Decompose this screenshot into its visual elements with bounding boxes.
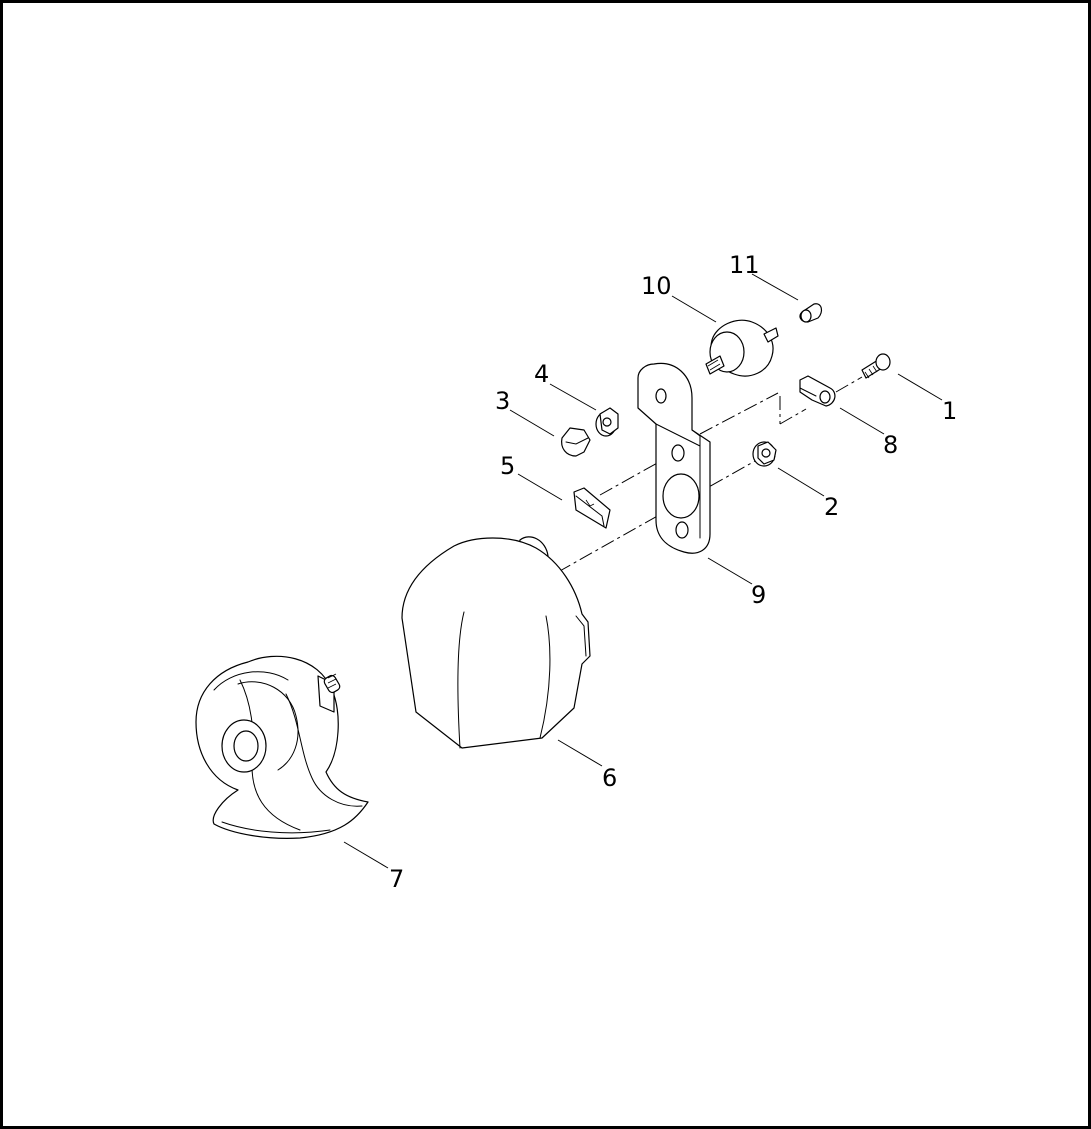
horn-stud-threads — [327, 673, 337, 689]
cap-end — [800, 309, 812, 323]
part-horn-snail — [195, 655, 369, 839]
part-clamp — [799, 375, 836, 407]
horn-base-edge — [221, 821, 331, 834]
leader-7 — [343, 841, 389, 869]
cover-panel-line-right — [539, 615, 551, 739]
leader-1 — [897, 373, 943, 401]
part-flange-nut — [595, 407, 619, 437]
callout-5: 5 — [500, 452, 515, 480]
horn-mouth-inner — [233, 730, 259, 762]
leader-4 — [549, 383, 597, 411]
cover-shell — [401, 537, 591, 749]
part-clip — [573, 487, 611, 529]
part-washer-nut — [752, 441, 777, 467]
callout-10: 10 — [641, 272, 672, 300]
clip-fold — [575, 495, 605, 527]
callout-labels: 1 2 3 4 5 6 7 8 9 10 11 — [389, 251, 957, 893]
callout-2: 2 — [824, 493, 839, 521]
flange-nut-hole — [602, 417, 612, 427]
mount-stud-front-threads — [707, 359, 721, 371]
screw-head — [875, 353, 891, 371]
horn-flare-edge — [285, 693, 363, 807]
part-rubber-mount — [705, 319, 779, 377]
center-line-bracket-to-top — [699, 392, 779, 435]
bracket-lower-hole — [675, 521, 689, 539]
callout-1: 1 — [942, 397, 957, 425]
center-line-clamp-to-screw — [835, 376, 863, 393]
horn-scroll-curve — [237, 681, 299, 771]
callout-8: 8 — [883, 431, 898, 459]
bracket-bend-line — [655, 423, 701, 447]
part-bracket — [637, 362, 711, 554]
callout-4: 4 — [534, 360, 549, 388]
mount-stud-rear — [763, 327, 779, 343]
cover-panel-line-left — [457, 611, 465, 749]
part-screw — [861, 353, 891, 379]
clamp-fold — [799, 387, 817, 397]
washer-nut-hole — [761, 448, 771, 458]
callout-7: 7 — [389, 865, 404, 893]
callout-6: 6 — [602, 764, 617, 792]
bracket-upper-hole — [655, 388, 667, 404]
part-cap — [799, 303, 823, 323]
leader-10 — [671, 295, 717, 323]
leader-6 — [557, 739, 603, 767]
callout-9: 9 — [751, 581, 766, 609]
callout-3: 3 — [495, 387, 510, 415]
leader-5 — [517, 473, 563, 501]
leader-9 — [707, 557, 753, 585]
leader-3 — [509, 409, 555, 437]
bracket-large-hole — [662, 473, 700, 519]
callout-11: 11 — [729, 251, 760, 279]
screw-threads — [864, 362, 882, 379]
leader-8 — [839, 407, 885, 435]
leader-2 — [777, 467, 825, 497]
horn-scroll-upper — [213, 671, 289, 691]
leader-lines — [343, 273, 943, 869]
center-line-to-clamp — [779, 408, 807, 425]
part-horn-cover — [401, 536, 591, 749]
leader-11 — [751, 273, 799, 301]
acorn-nut-body — [561, 427, 591, 457]
bracket-mid-hole — [671, 444, 685, 462]
cover-side-edge — [575, 615, 587, 657]
clamp-hole — [819, 390, 831, 404]
part-acorn-nut — [561, 427, 591, 457]
clip-tab — [585, 499, 595, 507]
center-line-clip-to-bracket — [599, 456, 669, 496]
acorn-nut-edge — [565, 437, 589, 445]
bracket-edge-thickness — [691, 429, 701, 539]
